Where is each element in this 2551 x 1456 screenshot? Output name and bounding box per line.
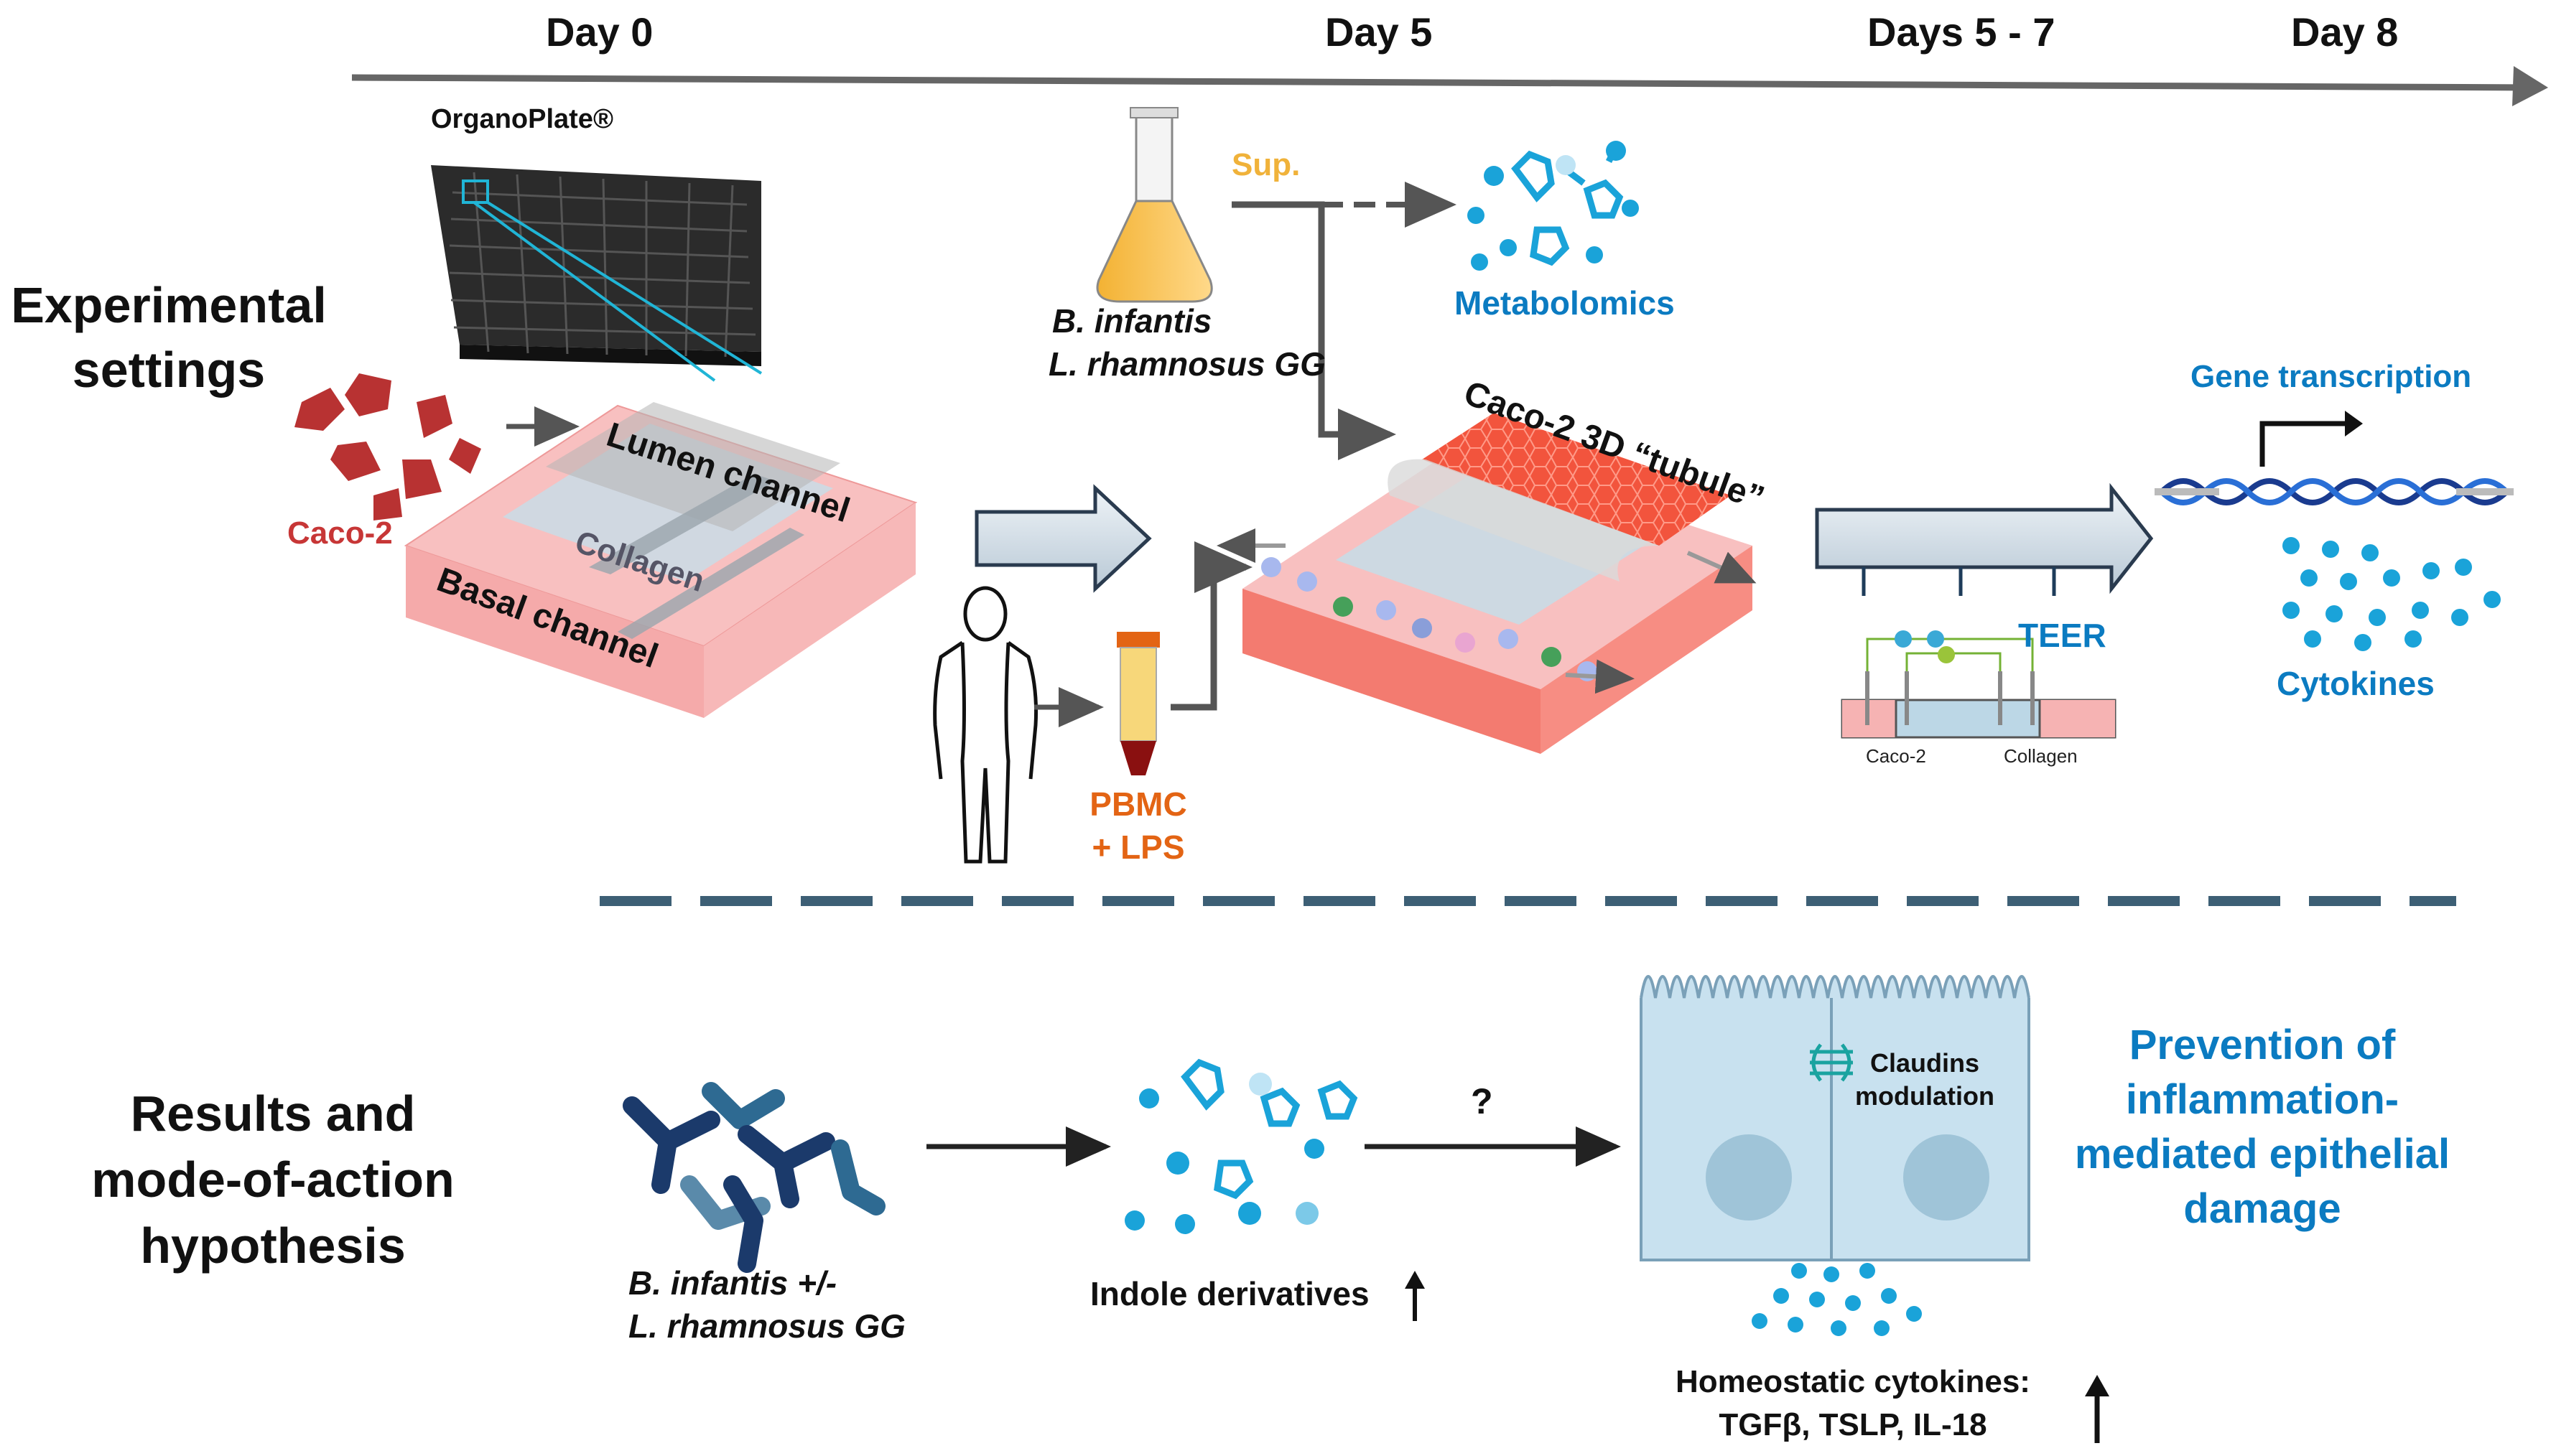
sup-arrow xyxy=(1232,201,1396,460)
bottom-bacteria-label-1: B. infantis +/- xyxy=(628,1264,837,1302)
homeostatic-cytokines-label-2: TGFβ, TSLP, IL-18 xyxy=(1719,1407,1987,1442)
teer-timepoints xyxy=(1862,567,2056,596)
pbmc-arrow xyxy=(1171,541,1253,711)
dna-icon xyxy=(2155,411,2514,505)
bacteria-label-2: L. rhamnosus GG xyxy=(1049,345,1326,383)
human-icon xyxy=(933,586,1038,864)
pbmc-tube-icon xyxy=(1117,632,1160,775)
pbmc-lps-label: PBMC + LPS xyxy=(1089,785,1187,866)
caco2-cells-icon xyxy=(294,373,481,521)
bacteria-label-1: B. infantis xyxy=(1052,302,1212,340)
section-results-hypothesis: Results and mode-of-action hypothesis xyxy=(91,1086,455,1274)
chip-day5 xyxy=(1217,413,1757,754)
big-arrow-1 xyxy=(975,484,1152,593)
metabolites-icon xyxy=(1467,141,1639,271)
claudins-label: Claudins modulation xyxy=(1855,1048,1994,1111)
increase-arrow-indole xyxy=(1405,1271,1425,1321)
teer-label: TEER xyxy=(2018,617,2106,654)
organoplate-icon xyxy=(431,165,763,382)
timeline-arrowhead xyxy=(2512,66,2548,106)
homeostatic-cytokines-label-1: Homeostatic cytokines: xyxy=(1676,1364,2030,1399)
teer-collagen-label: Collagen xyxy=(2004,745,2078,767)
sup-label: Sup. xyxy=(1232,147,1301,182)
question-mark-label: ? xyxy=(1471,1081,1493,1121)
timeline-days57: Days 5 - 7 xyxy=(1867,9,2055,55)
timeline-day8: Day 8 xyxy=(2291,9,2399,55)
section-experimental-settings: Experimental settings xyxy=(11,277,327,398)
caco2-label: Caco-2 xyxy=(287,515,393,551)
teer-caco2-label: Caco-2 xyxy=(1866,745,1926,767)
bottom-bacteria-label-2: L. rhamnosus GG xyxy=(628,1307,906,1345)
flask-icon xyxy=(1096,107,1213,303)
big-arrow-2 xyxy=(1815,482,2154,594)
organoplate-label: OrganoPlate® xyxy=(431,104,613,134)
timeline-arrow xyxy=(351,74,2536,91)
bacteria-icon xyxy=(623,1082,886,1273)
homeostatic-cytokines-icon xyxy=(1752,1263,1922,1336)
metabolomics-label: Metabolomics xyxy=(1454,284,1675,322)
indole-derivatives-label: Indole derivatives xyxy=(1090,1275,1370,1312)
cytokines-label: Cytokines xyxy=(2277,665,2435,702)
epithelial-cells-icon xyxy=(1640,975,2030,1261)
indole-molecules-icon xyxy=(1125,1058,1358,1234)
timeline-day5: Day 5 xyxy=(1325,9,1433,55)
increase-arrow-cytokines xyxy=(2085,1375,2109,1443)
timeline-day0: Day 0 xyxy=(546,9,654,55)
gene-transcription-label: Gene transcription xyxy=(2190,359,2472,394)
chip-day0 xyxy=(404,402,918,718)
prevention-label: Prevention of inflammation- mediated epi… xyxy=(2074,1022,2450,1232)
cytokines-icon xyxy=(2282,537,2501,651)
teer-device-icon xyxy=(1841,630,2116,739)
